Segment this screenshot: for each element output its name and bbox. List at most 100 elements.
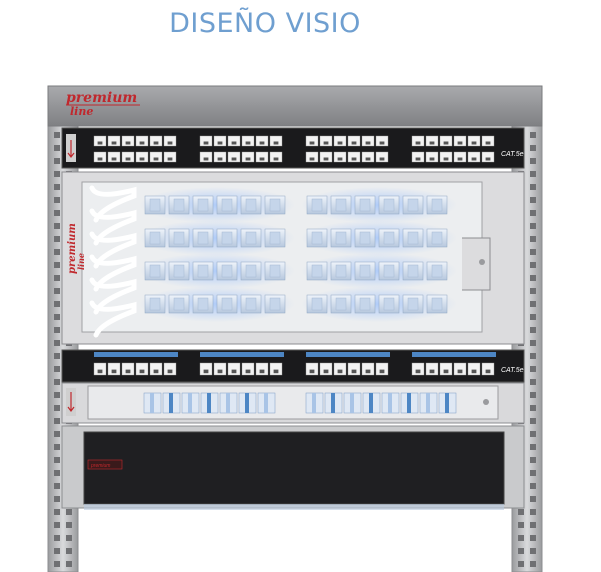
rj45-port[interactable] [107,151,121,163]
rj45-port[interactable] [333,151,347,163]
fiber-adapter[interactable] [378,261,400,281]
rj45-port[interactable] [375,151,389,163]
rj45-port[interactable] [241,135,255,147]
fiber-adapter[interactable] [143,392,162,414]
rj45-port[interactable] [481,151,495,163]
rj45-port[interactable] [347,151,361,163]
rj45-port[interactable] [319,151,333,163]
fiber-adapter[interactable] [192,195,214,215]
rj45-port[interactable] [467,362,481,376]
rj45-port[interactable] [227,151,241,163]
rj45-port[interactable] [255,362,269,376]
fiber-adapter[interactable] [381,392,400,414]
rj45-port[interactable] [453,135,467,147]
fiber-adapter[interactable] [426,228,448,248]
fiber-adapter[interactable] [402,195,424,215]
fiber-adapter[interactable] [330,261,352,281]
fiber-adapter[interactable] [305,392,324,414]
fiber-adapter[interactable] [343,392,362,414]
fiber-adapter[interactable] [216,228,238,248]
rj45-port[interactable] [135,135,149,147]
fiber-adapter[interactable] [378,294,400,314]
rj45-port[interactable] [411,151,425,163]
fiber-adapter[interactable] [216,195,238,215]
fiber-adapter[interactable] [162,392,181,414]
fiber-adapter[interactable] [264,294,286,314]
fiber-adapter[interactable] [402,228,424,248]
rj45-port[interactable] [347,135,361,147]
fiber-adapter[interactable] [378,195,400,215]
fiber-adapter[interactable] [330,294,352,314]
rj45-port[interactable] [425,362,439,376]
fiber-adapter[interactable] [419,392,438,414]
rj45-port[interactable] [453,362,467,376]
fiber-adapter[interactable] [264,261,286,281]
rj45-port[interactable] [481,135,495,147]
fiber-adapter[interactable] [219,392,238,414]
rj45-port[interactable] [135,151,149,163]
rj45-port[interactable] [213,151,227,163]
rj45-port[interactable] [213,362,227,376]
rj45-port[interactable] [121,135,135,147]
rj45-port[interactable] [199,135,213,147]
rj45-port[interactable] [411,135,425,147]
rj45-port[interactable] [107,135,121,147]
rj45-port[interactable] [453,151,467,163]
fiber-adapter[interactable] [438,392,457,414]
rj45-port[interactable] [93,151,107,163]
rj45-port[interactable] [361,151,375,163]
rj45-port[interactable] [375,362,389,376]
rj45-port[interactable] [107,362,121,376]
rj45-port[interactable] [149,362,163,376]
fiber-adapter[interactable] [354,195,376,215]
rj45-port[interactable] [439,151,453,163]
fiber-adapter[interactable] [264,228,286,248]
fiber-adapter[interactable] [426,261,448,281]
fiber-adapter[interactable] [240,195,262,215]
fiber-adapter[interactable] [192,294,214,314]
rj45-port[interactable] [361,362,375,376]
fiber-adapter[interactable] [144,261,166,281]
rj45-port[interactable] [269,151,283,163]
fiber-adapter[interactable] [402,261,424,281]
rj45-port[interactable] [305,151,319,163]
fiber-adapter[interactable] [144,294,166,314]
fiber-adapter[interactable] [168,294,190,314]
rj45-port[interactable] [269,362,283,376]
fiber-adapter[interactable] [192,228,214,248]
fiber-adapter[interactable] [144,228,166,248]
fiber-adapter[interactable] [216,261,238,281]
fiber-adapter[interactable] [330,195,352,215]
rj45-port[interactable] [163,135,177,147]
fiber-adapter[interactable] [354,261,376,281]
rj45-port[interactable] [93,135,107,147]
rj45-port[interactable] [227,362,241,376]
rj45-port[interactable] [305,135,319,147]
fiber-adapter[interactable] [144,195,166,215]
fiber-adapter[interactable] [240,228,262,248]
rj45-port[interactable] [149,151,163,163]
rj45-port[interactable] [425,135,439,147]
fiber-adapter[interactable] [354,294,376,314]
rj45-port[interactable] [241,362,255,376]
rj45-port[interactable] [361,135,375,147]
fiber-adapter[interactable] [257,392,276,414]
fiber-adapter[interactable] [426,294,448,314]
fiber-adapter[interactable] [426,195,448,215]
fiber-adapter[interactable] [402,294,424,314]
rj45-port[interactable] [467,151,481,163]
rj45-port[interactable] [333,362,347,376]
rj45-port[interactable] [255,135,269,147]
fiber-adapter[interactable] [192,261,214,281]
rj45-port[interactable] [425,151,439,163]
fiber-adapter[interactable] [216,294,238,314]
fiber-adapter[interactable] [362,392,381,414]
fiber-adapter[interactable] [240,261,262,281]
rj45-port[interactable] [255,151,269,163]
fiber-adapter[interactable] [264,195,286,215]
rj45-port[interactable] [269,135,283,147]
rj45-port[interactable] [347,362,361,376]
fiber-adapter[interactable] [238,392,257,414]
rj45-port[interactable] [333,135,347,147]
fiber-adapter[interactable] [168,195,190,215]
